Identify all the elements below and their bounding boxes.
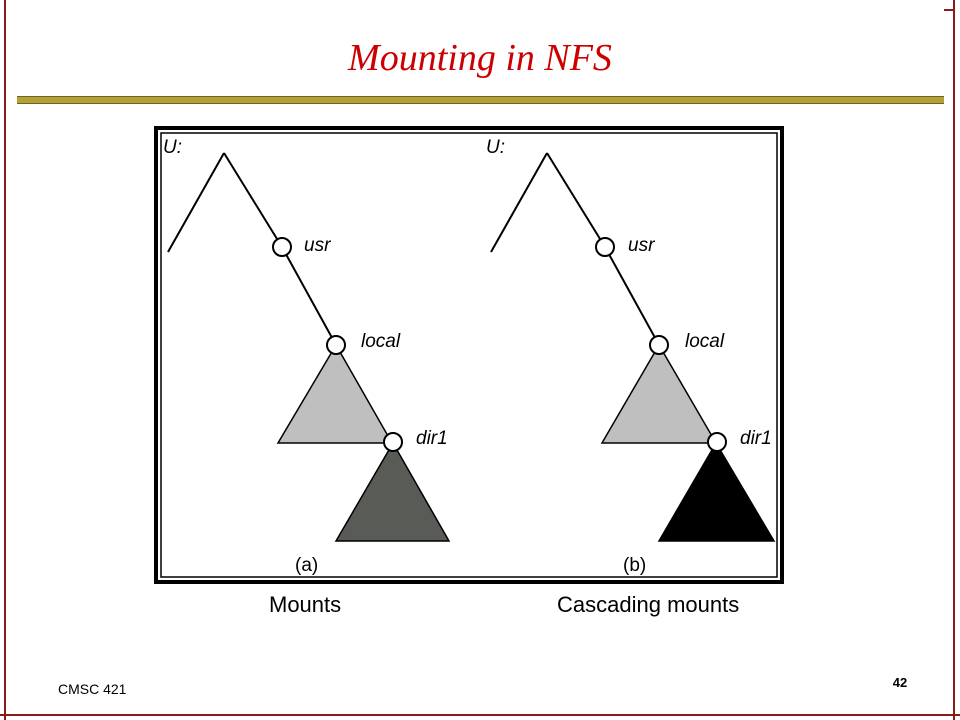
- panel-a-local-label: local: [361, 331, 401, 352]
- slide-left-border: [4, 0, 6, 720]
- panel-a-root-label: U:: [163, 137, 182, 158]
- title-underline-bar: [17, 96, 944, 104]
- panel-a-root-left-branch: [167, 152, 225, 253]
- slide-right-border: [953, 0, 955, 720]
- caption-cascading-mounts: Cascading mounts: [557, 592, 740, 617]
- slide-bottom-border: [0, 714, 960, 716]
- panel-b-local-node: [649, 335, 669, 355]
- panel-b-usr-local-edge: [604, 246, 660, 346]
- panel-a-usr-label: usr: [304, 235, 331, 256]
- panel-b-root-right-branch: [546, 152, 606, 248]
- page-number: 42: [892, 675, 908, 690]
- panel-b-usr-node: [595, 237, 615, 257]
- course-code: CMSC 421: [58, 681, 127, 697]
- panel-a-mounted-subtree: [334, 441, 451, 542]
- slide-title: Mounting in NFS: [348, 37, 612, 79]
- panel-a-local-node: [326, 335, 346, 355]
- diagram-frame: [154, 126, 784, 584]
- panel-b-cascaded-subtree: [657, 441, 776, 542]
- panel-b-dir1-label: dir1: [740, 428, 772, 449]
- panel-b-usr-label: usr: [628, 235, 655, 256]
- panel-b-dir1-node: [707, 432, 727, 452]
- panel-a-root-right-branch: [223, 152, 283, 248]
- panel-b: U: usr local dir1 (b): [486, 137, 776, 576]
- panel-b-local-subtree: [600, 343, 718, 444]
- panel-a-usr-node: [272, 237, 292, 257]
- caption-mounts: Mounts: [269, 592, 342, 617]
- panel-a-dir1-node: [383, 432, 403, 452]
- panel-b-label: (b): [623, 555, 646, 576]
- panel-a-label: (a): [295, 555, 318, 576]
- panel-b-local-label: local: [685, 331, 725, 352]
- panel-a-dir1-label: dir1: [416, 428, 448, 449]
- panel-a: U: usr local dir1 (a): [163, 137, 451, 576]
- panel-b-root-label: U:: [486, 137, 505, 158]
- panel-a-local-subtree: [276, 343, 394, 444]
- panel-b-root-left-branch: [490, 152, 548, 253]
- nfs-mount-diagram: U: usr local dir1 (a) U: usr local dir1 …: [154, 126, 784, 584]
- diagram-inner-frame: [160, 132, 778, 578]
- slide-corner-mark: [944, 0, 955, 11]
- panel-a-usr-local-edge: [281, 246, 337, 346]
